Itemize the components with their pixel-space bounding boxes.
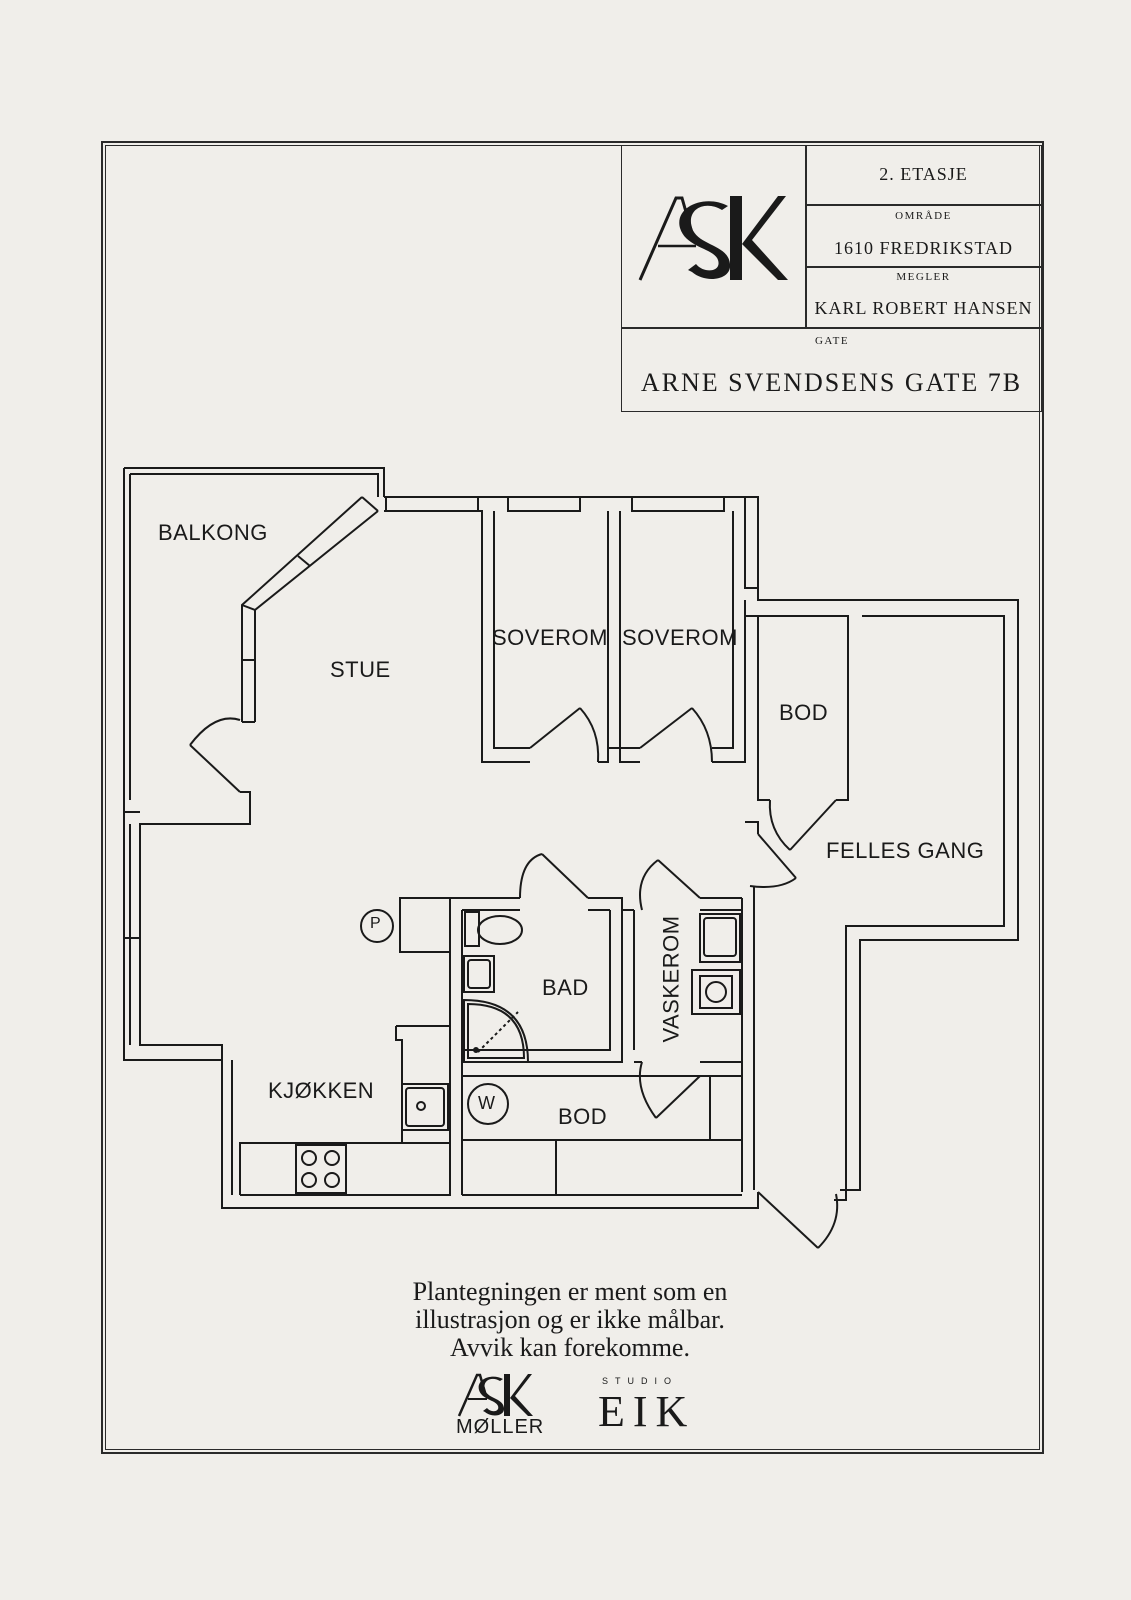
washer-symbol-label: W [478, 1093, 496, 1113]
room-label-bad: BAD [542, 975, 589, 1000]
room-label-balkong: BALKONG [158, 520, 268, 545]
page-frame-outer [101, 141, 1044, 1454]
balcony-railing [124, 467, 385, 497]
floor-label: 2. ETASJE [879, 164, 968, 184]
area-value: 1610 FREDRIKSTAD [833, 238, 1014, 258]
room-label-bod-2: BOD [558, 1104, 608, 1129]
ask-moller-sub: MØLLER [456, 1416, 545, 1438]
page-frame-inner [105, 145, 1040, 1450]
agent-caption: MEGLER [896, 271, 951, 283]
disclaimer: Plantegningen er ment som en illustrasjo… [330, 1278, 810, 1362]
room-label-kjokken: KJØKKEN [268, 1078, 375, 1103]
room-label-stue: STUE [330, 657, 391, 682]
eik-studio-label: STUDIO [602, 1376, 679, 1386]
title-block: 2. ETASJE OMRÅDE 1610 FREDRIKSTAD MEGLER… [621, 145, 1042, 412]
eik-logo: EIK [598, 1387, 696, 1436]
room-label-soverom-1: SOVEROM [492, 625, 608, 650]
room-label-felles-gang: FELLES GANG [826, 838, 985, 863]
ask-logo [638, 196, 788, 281]
agent-value: KARL ROBERT HANSEN [814, 298, 1033, 318]
disclaimer-line-1: Plantegningen er ment som en [412, 1277, 728, 1306]
room-label-vaskerom: VASKEROM [658, 915, 684, 1043]
room-label-bod-1: BOD [779, 700, 829, 725]
disclaimer-line-2: illustrasjon og er ikke målbar. [415, 1305, 725, 1334]
disclaimer-line-3: Avvik kan forekomme. [450, 1333, 690, 1362]
street-caption: GATE [814, 335, 850, 347]
ask-moller-logo [457, 1373, 533, 1417]
street-value: ARNE SVENDSENS GATE 7B [640, 368, 1023, 397]
room-label-soverom-2: SOVEROM [622, 625, 738, 650]
area-caption: OMRÅDE [895, 210, 952, 222]
parking-symbol-label: P [370, 915, 382, 932]
p-box [399, 897, 451, 953]
